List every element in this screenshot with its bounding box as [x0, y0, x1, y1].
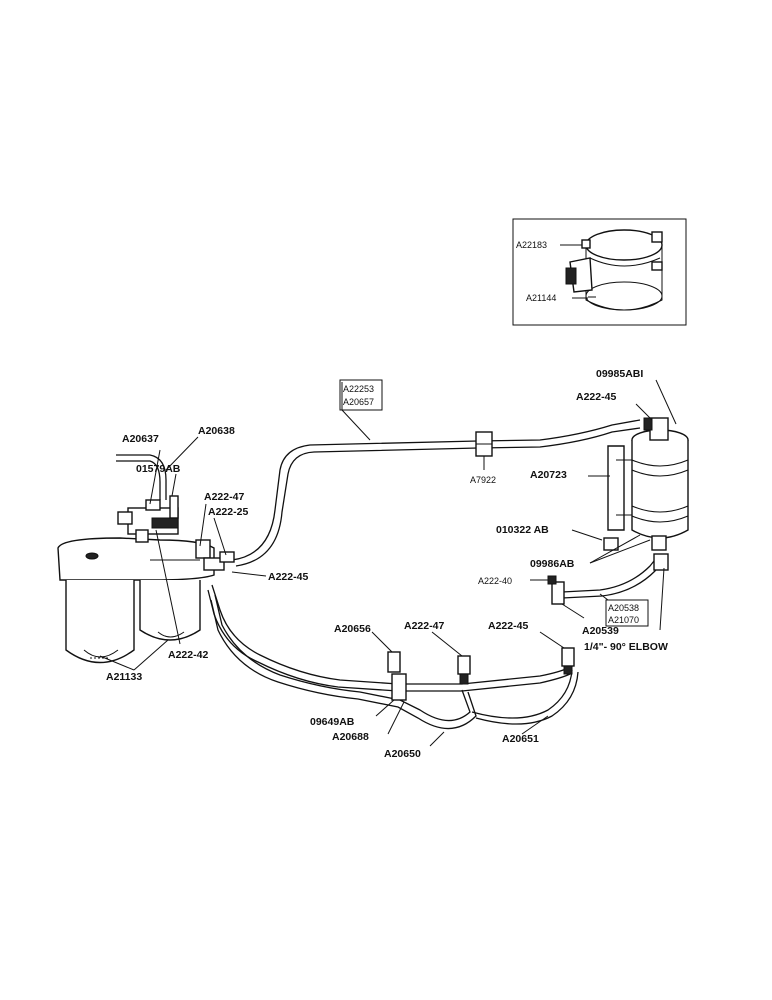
right-fuel-filter	[607, 417, 689, 551]
label-a222-47-left: A222-47	[204, 491, 244, 503]
label-a222-45-right: A222-45	[488, 620, 528, 632]
label-01579ab: 01579AB	[136, 463, 181, 475]
label-a20637: A20637	[122, 433, 159, 445]
fitting-a222-47-mid	[457, 655, 471, 675]
fitting-a222-45-right	[561, 647, 575, 667]
label-a20650: A20650	[384, 748, 421, 760]
label-010322ab: 010322 AB	[496, 524, 549, 536]
label-a222-45-mid: A222-45	[268, 571, 308, 583]
label-a20657: A20657	[343, 397, 374, 407]
label-a222-45-top: A222-45	[576, 391, 616, 403]
label-a20651: A20651	[502, 733, 539, 745]
label-a20638: A20638	[198, 425, 235, 437]
inset-detail	[512, 218, 687, 326]
twin-fuel-filter	[57, 495, 235, 664]
label-a21144: A21144	[526, 293, 556, 303]
label-a20723: A20723	[530, 469, 567, 481]
label-a21070: A21070	[608, 615, 639, 625]
clip-a20656	[391, 673, 407, 701]
label-a21133: A21133	[106, 671, 142, 683]
label-a22253: A22253	[343, 384, 374, 394]
labels: A22183 A21144 A22253 A20657 09985ABI A22…	[106, 240, 668, 760]
label-a20688: A20688	[332, 731, 369, 743]
label-09649ab: 09649AB	[310, 716, 355, 728]
label-a20656: A20656	[334, 623, 371, 635]
label-a22183: A22183	[516, 240, 547, 250]
label-a222-40: A222-40	[478, 576, 512, 586]
label-a20538: A20538	[608, 603, 639, 613]
fitting-a222-40	[551, 581, 565, 605]
elbow-fitting	[653, 553, 669, 571]
inset-band-clamp	[565, 229, 663, 311]
label-09986ab: 09986AB	[530, 558, 575, 570]
label-09985abi: 09985ABI	[596, 368, 643, 380]
label-a222-25: A222-25	[208, 506, 248, 518]
fittings	[387, 431, 669, 701]
leader-lines	[99, 296, 677, 747]
label-a222-47-mid: A222-47	[404, 620, 444, 632]
label-a7922: A7922	[470, 475, 496, 485]
filter-head-valve	[117, 495, 235, 571]
label-a222-42: A222-42	[168, 649, 208, 661]
label-a20539: A20539	[582, 625, 619, 637]
part-010322ab	[603, 537, 619, 551]
label-elbow: 1/4"- 90° ELBOW	[584, 641, 668, 653]
